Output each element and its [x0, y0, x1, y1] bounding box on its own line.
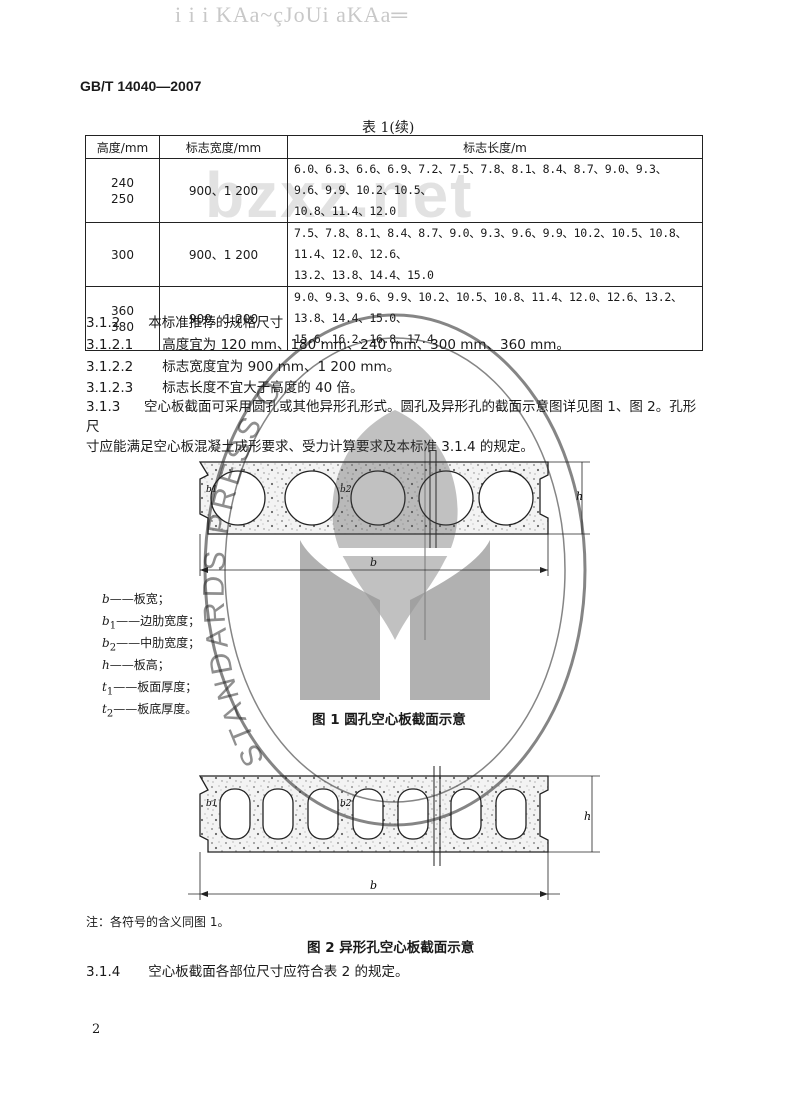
- spec-table: 高度/mm 标志宽度/mm 标志长度/m 240 250 900、1 200 6…: [85, 135, 703, 351]
- table-header-length: 标志长度/m: [287, 135, 703, 159]
- watermark-seal: [203, 313, 587, 827]
- figure2-hole: [307, 788, 339, 840]
- height-line: 360: [111, 303, 134, 318]
- figure1-hole: [210, 470, 266, 526]
- table-cell-length: 9.0、9.3、9.6、9.9、10.2、10.5、10.8、11.4、12.0…: [287, 286, 703, 351]
- legend-item: b1——边肋宽度；: [102, 614, 201, 632]
- clause-number: 3.1.2: [86, 315, 121, 331]
- header-garbled-text: i i i KAa~çJoUi aKAa═: [175, 2, 408, 27]
- figure2-hole: [219, 788, 251, 840]
- figure1-slab: [198, 450, 590, 576]
- figure2-h-label: h: [584, 810, 591, 823]
- table-cell-length: 7.5、7.8、8.1、8.4、8.7、9.0、9.3、9.6、9.9、10.2…: [287, 222, 703, 287]
- height-line: 380: [111, 319, 134, 334]
- clause-text: 本标准推荐的规格尺寸: [148, 315, 284, 331]
- table-row: 360 380 900、1 200 9.0、9.3、9.6、9.9、10.2、1…: [85, 286, 703, 351]
- clause-text-line: 寸应能满足空心板混凝土成形要求、受力计算要求及本标准 3.1.4 的规定。: [86, 439, 534, 455]
- clause-3-1-2: 3.1.2 本标准推荐的规格尺寸: [86, 311, 283, 331]
- figure2-hole: [262, 788, 294, 840]
- page-number: 2: [92, 1022, 101, 1037]
- figure2-slab: [188, 766, 600, 900]
- clause-number: 3.1.2.2: [86, 359, 134, 375]
- figure2-hole: [495, 788, 527, 840]
- table-cell-height: 360 380: [85, 286, 160, 351]
- figure2-note: 注：各符号的含义同图 1。: [86, 915, 230, 929]
- table-cell-width: 900、1 200: [159, 222, 288, 287]
- figure2-hole: [450, 788, 482, 840]
- figure2-b2-label: b2: [340, 799, 352, 809]
- figure2-caption: 图 2 异形孔空心板截面示意: [307, 940, 475, 956]
- clause-number: 3.1.4: [86, 964, 121, 980]
- length-line: 15.6、16.2、16.8、17.4: [294, 332, 434, 346]
- table-row: 240 250 900、1 200 6.0、6.3、6.6、6.9、7.2、7.…: [85, 158, 703, 223]
- figure2-hole: [397, 788, 429, 840]
- figure1-hole: [418, 470, 474, 526]
- clause-text: 高度宜为 120 mm、180 mm、240 mm、300 mm、360 mm。: [162, 337, 570, 353]
- figure2-hole: [352, 788, 384, 840]
- height-line: 250: [111, 191, 134, 206]
- figure1-hole: [284, 470, 340, 526]
- clause-number: 3.1.2.3: [86, 380, 134, 396]
- clause-3-1-4: 3.1.4 空心板截面各部位尺寸应符合表 2 的规定。: [86, 960, 408, 980]
- figure1-caption: 图 1 圆孔空心板截面示意: [312, 712, 466, 728]
- figure1-b1-label: b1: [206, 485, 218, 495]
- figure2-b-label: b: [370, 879, 377, 892]
- figure1-b-label: b: [370, 556, 377, 569]
- length-line: 6.0、6.3、6.6、6.9、7.2、7.5、7.8、8.1、8.4、8.7、…: [294, 162, 667, 197]
- standard-number: GB/T 14040—2007: [80, 78, 202, 94]
- legend-item: t2——板底厚度。: [102, 702, 198, 720]
- clause-3-1-2-1: 3.1.2.1 高度宜为 120 mm、180 mm、240 mm、300 mm…: [86, 333, 570, 353]
- table-cell-height: 240 250: [85, 158, 160, 223]
- clause-text-line: 空心板截面可采用圆孔或其他异形孔形式。圆孔及异形孔的截面示意图详见图 1、图 2…: [86, 399, 697, 435]
- clause-number: 3.1.3: [86, 399, 121, 415]
- figure1-hole: [478, 470, 534, 526]
- table-caption: 表 1(续): [362, 120, 415, 136]
- legend-item: t1——板面厚度；: [102, 680, 198, 698]
- figure1-h-label: h: [576, 490, 583, 503]
- legend-item: b——板宽；: [102, 592, 170, 606]
- legend-item: h——板高；: [102, 658, 170, 672]
- table-row: 300 900、1 200 7.5、7.8、8.1、8.4、8.7、9.0、9.…: [85, 222, 703, 287]
- legend-item: b2——中肋宽度；: [102, 636, 201, 654]
- clause-text: 空心板截面各部位尺寸应符合表 2 的规定。: [148, 964, 409, 980]
- table-cell-width: 900、1 200: [159, 286, 288, 351]
- clause-number: 3.1.2.1: [86, 337, 134, 353]
- length-line: 10.8、11.4、12.0: [294, 204, 396, 218]
- table-header-row: 高度/mm 标志宽度/mm 标志长度/m: [85, 135, 703, 159]
- table-cell-height: 300: [85, 222, 160, 287]
- length-line: 13.2、13.8、14.4、15.0: [294, 268, 434, 282]
- table-cell-width: 900、1 200: [159, 158, 288, 223]
- height-line: 240: [111, 175, 134, 190]
- figure1-b2-label: b2: [340, 485, 352, 495]
- figure1-hole: [350, 470, 406, 526]
- table-cell-length: 6.0、6.3、6.6、6.9、7.2、7.5、7.8、8.1、8.4、8.7、…: [287, 158, 703, 223]
- length-line: 7.5、7.8、8.1、8.4、8.7、9.0、9.3、9.6、9.9、10.2…: [294, 226, 687, 261]
- figure2-b1-label: b1: [206, 799, 218, 809]
